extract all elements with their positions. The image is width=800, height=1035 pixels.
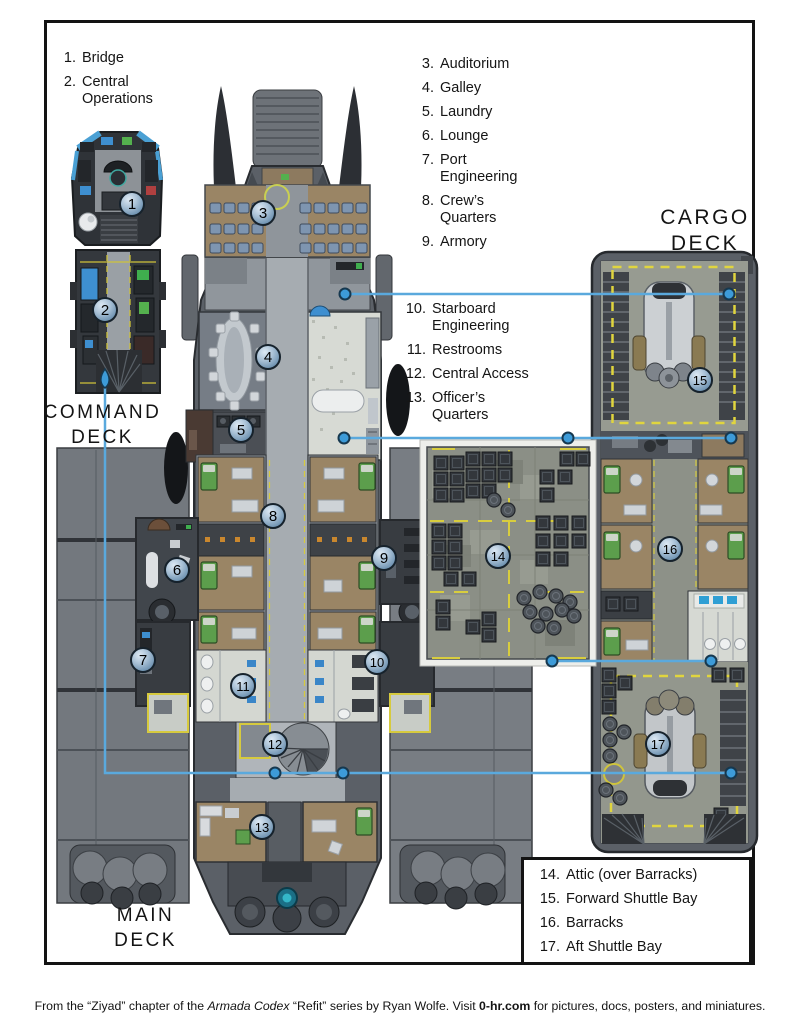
- aft-shuttle-bay: [598, 662, 748, 845]
- legend-main-deck-upper: 3.Auditorium 4.Galley 5.Laundry 6.Lounge…: [414, 56, 535, 258]
- legend-item-10: 10.Starboard Engineering: [405, 301, 510, 334]
- legend-item-16: 16.Barracks: [539, 915, 624, 931]
- command-deck-plan: [70, 130, 166, 394]
- port-nacelle: [164, 432, 188, 504]
- callout-dots: [100, 287, 738, 780]
- callout-command-to-aft: [103, 386, 731, 775]
- engine-section: [227, 861, 347, 933]
- starboard-nacelle: [386, 364, 410, 436]
- room-laundry: [185, 409, 270, 463]
- forward-shuttle-bay: [601, 261, 748, 431]
- room-badge-14: 14: [485, 543, 511, 569]
- legend-item-13: 13.Officer’s Quarters: [405, 390, 489, 423]
- legend-main-deck-lower: 10.Starboard Engineering 11.Restrooms 12…: [400, 301, 544, 431]
- room-badge-16: 16: [657, 536, 683, 562]
- legend-item-4: 4.Galley: [421, 80, 482, 96]
- legend-item-7: 7.Port Engineering: [421, 152, 518, 185]
- main-deck-plan: [56, 86, 533, 935]
- legend-item-2: 2.Central Operations: [63, 74, 153, 107]
- legend-item-9: 9.Armory: [421, 234, 487, 250]
- rooms-officer-quarters: [195, 801, 378, 863]
- legend-command-deck: 1.Bridge 2.Central Operations: [58, 50, 166, 115]
- legend-item-12: 12.Central Access: [405, 366, 529, 382]
- room-galley: [198, 311, 304, 411]
- legend-item-15: 15.Forward Shuttle Bay: [539, 891, 698, 907]
- room-badge-2: 2: [92, 297, 118, 323]
- room-badge-4: 4: [255, 344, 281, 370]
- room-badge-11: 11: [230, 673, 256, 699]
- legend-item-5: 5.Laundry: [421, 104, 493, 120]
- room-badge-5: 5: [228, 417, 254, 443]
- caption: From the “Ziyad” chapter of the Armada C…: [34, 999, 766, 1013]
- legend-item-11: 11.Restrooms: [406, 342, 503, 358]
- legend-item-1: 1.Bridge: [63, 50, 124, 66]
- legend-item-14: 14.Attic (over Barracks): [539, 867, 698, 883]
- room-badge-6: 6: [164, 557, 190, 583]
- room-badge-8: 8: [260, 503, 286, 529]
- room-badge-7: 7: [130, 647, 156, 673]
- room-badge-10: 10: [364, 649, 390, 675]
- callout-lines: [103, 292, 731, 775]
- shuttle-icon: [632, 281, 706, 389]
- room-badge-9: 9: [371, 545, 397, 571]
- room-badge-3: 3: [250, 200, 276, 226]
- room-badge-12: 12: [262, 731, 288, 757]
- legend-item-8: 8.Crew’s Quarters: [421, 193, 497, 226]
- legend-item-6: 6.Lounge: [421, 128, 489, 144]
- barracks: [600, 458, 749, 663]
- room-badge-17: 17: [645, 731, 671, 757]
- legend-cargo-deck: 14.Attic (over Barracks) 15.Forward Shut…: [521, 857, 752, 965]
- legend-item-17: 17.Aft Shuttle Bay: [539, 939, 662, 955]
- room-badge-13: 13: [249, 814, 275, 840]
- room-central-access: [235, 721, 337, 779]
- legend-item-3: 3.Auditorium: [421, 56, 510, 72]
- room-badge-15: 15: [687, 367, 713, 393]
- barracks-restroom: [687, 590, 749, 663]
- room-badge-1: 1: [119, 191, 145, 217]
- room-auditorium: [204, 184, 371, 258]
- rooms-restrooms: [195, 649, 379, 723]
